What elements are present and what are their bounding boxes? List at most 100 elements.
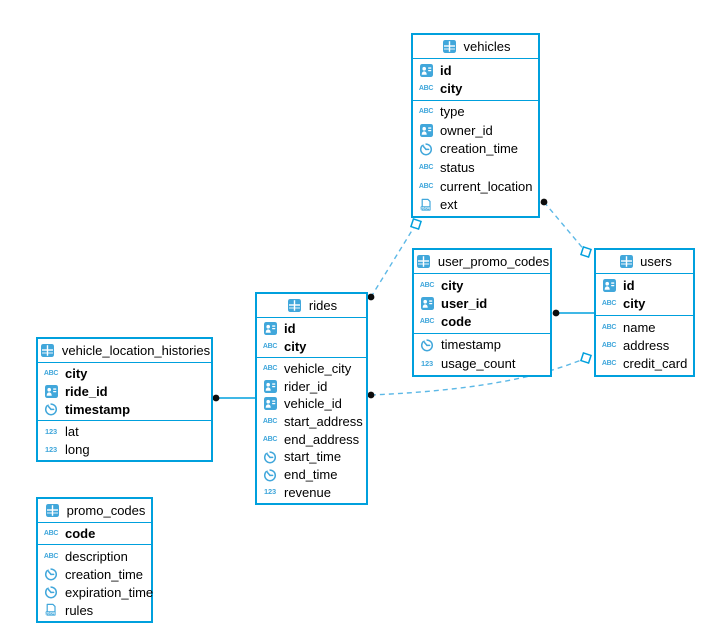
string-icon: ABC bbox=[43, 530, 59, 538]
table-header[interactable]: vehicle_location_histories bbox=[38, 339, 211, 363]
field-name: expiration_time bbox=[65, 584, 154, 600]
table-icon bbox=[39, 344, 57, 357]
field-row: 123 long bbox=[38, 441, 211, 458]
string-icon: ABC bbox=[262, 435, 278, 443]
string-icon: ABC bbox=[601, 300, 617, 308]
table-header[interactable]: user_promo_codes bbox=[414, 250, 550, 274]
relationship-dot-marker bbox=[212, 394, 220, 402]
field-name: timestamp bbox=[441, 337, 501, 353]
relationship-dot-marker bbox=[367, 293, 375, 301]
json-icon: JSON bbox=[42, 603, 60, 617]
field-row: timestamp bbox=[38, 400, 211, 418]
string-icon: ABC bbox=[601, 323, 617, 331]
int-icon: 123 bbox=[45, 444, 57, 454]
uuid-icon bbox=[417, 63, 435, 77]
field-name: current_location bbox=[440, 178, 533, 194]
string-icon: ABC bbox=[418, 164, 434, 172]
field-name: description bbox=[65, 548, 128, 564]
field-name: start_time bbox=[284, 449, 342, 465]
field-name: end_time bbox=[284, 467, 338, 483]
table-header[interactable]: rides bbox=[257, 294, 366, 318]
string-icon: ABC bbox=[262, 342, 278, 350]
table-icon bbox=[44, 504, 62, 517]
field-row: ABC description bbox=[38, 547, 151, 565]
table-title: vehicle_location_histories bbox=[61, 343, 211, 358]
field-row: rider_id bbox=[257, 377, 366, 395]
field-name: name bbox=[623, 319, 656, 335]
field-name: owner_id bbox=[440, 122, 493, 138]
int-icon: 123 bbox=[45, 427, 57, 437]
field-row: ABC city bbox=[596, 294, 693, 312]
string-icon: ABC bbox=[601, 360, 617, 368]
field-row: vehicle_id bbox=[257, 395, 366, 413]
field-row: id bbox=[257, 320, 366, 337]
svg-text:JSON: JSON bbox=[46, 611, 56, 615]
timestamp-icon bbox=[42, 402, 60, 416]
table-header[interactable]: promo_codes bbox=[38, 499, 151, 523]
relationship-dot-marker bbox=[552, 309, 560, 317]
field-name: code bbox=[65, 526, 96, 542]
field-name: rider_id bbox=[284, 378, 328, 394]
uuid-icon bbox=[261, 397, 279, 411]
field-name: long bbox=[65, 441, 90, 457]
field-name: city bbox=[440, 80, 463, 96]
field-name: type bbox=[440, 104, 465, 120]
key-fields-section: ABC code bbox=[38, 523, 151, 546]
table-icon bbox=[415, 255, 433, 268]
field-row: ABC code bbox=[38, 525, 151, 542]
string-icon: ABC bbox=[418, 108, 434, 116]
uuid-icon bbox=[417, 123, 435, 137]
field-row: ABC name bbox=[596, 318, 693, 336]
field-name: city bbox=[65, 366, 88, 382]
timestamp-icon bbox=[42, 567, 60, 581]
uuid-icon bbox=[418, 296, 436, 310]
table-title: users bbox=[640, 254, 672, 269]
table-title: user_promo_codes bbox=[437, 254, 550, 269]
table-title: promo_codes bbox=[66, 503, 146, 518]
relationship-square-marker bbox=[410, 218, 422, 230]
field-name: city bbox=[623, 296, 646, 312]
field-name: revenue bbox=[284, 484, 331, 500]
field-name: vehicle_city bbox=[284, 361, 352, 377]
table-header[interactable]: vehicles bbox=[413, 35, 538, 59]
field-name: usage_count bbox=[441, 356, 516, 372]
string-icon: ABC bbox=[418, 84, 434, 92]
uuid-icon bbox=[42, 385, 60, 399]
field-row: creation_time bbox=[38, 565, 151, 583]
field-row: start_time bbox=[257, 448, 366, 466]
timestamp-icon bbox=[261, 467, 279, 482]
field-row: ABC city bbox=[413, 79, 538, 97]
field-row: id bbox=[596, 276, 693, 294]
timestamp-icon bbox=[418, 337, 436, 352]
string-icon: ABC bbox=[43, 552, 59, 560]
field-name: id bbox=[284, 321, 296, 337]
string-icon: ABC bbox=[419, 318, 435, 325]
table-header[interactable]: users bbox=[596, 250, 693, 274]
relationship-line-rides-vehicles bbox=[370, 223, 417, 298]
field-name: id bbox=[440, 62, 452, 78]
field-row: ABC type bbox=[413, 103, 538, 122]
